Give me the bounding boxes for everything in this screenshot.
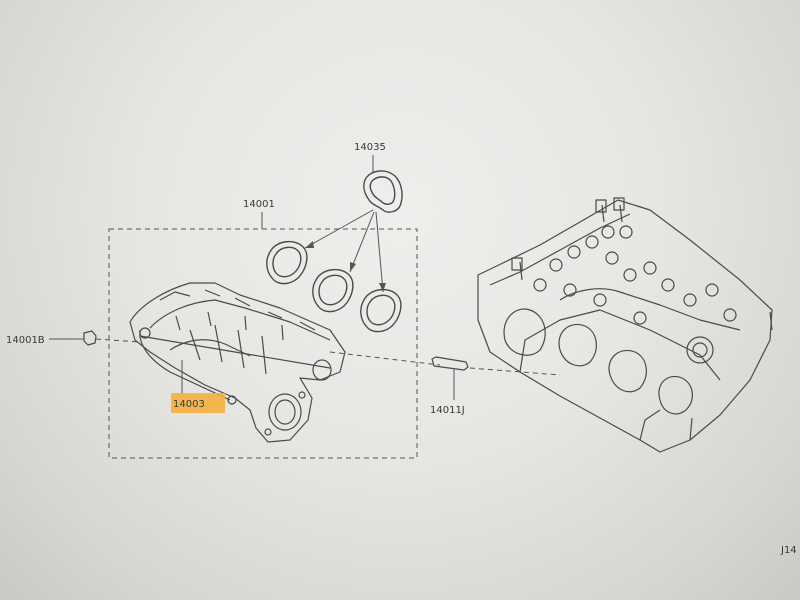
gasket-reference <box>363 170 403 213</box>
label-stud: 14001B <box>6 335 45 346</box>
figure-reference: J14 <box>780 545 797 556</box>
port-gasket-3 <box>360 289 402 333</box>
label-manifold: 14003 <box>173 399 205 410</box>
stud-part <box>83 330 97 346</box>
manifold-part <box>129 282 346 443</box>
label-gasket: 14035 <box>354 142 386 153</box>
manifold-label-highlight <box>171 393 225 413</box>
cylinder-head-part <box>477 197 773 453</box>
port-gasket-1 <box>266 241 308 285</box>
assembly-boundary-box <box>108 228 418 459</box>
alignment-line <box>329 351 441 366</box>
label-pin: 14011J <box>430 405 465 416</box>
gasket-arrows <box>304 209 386 293</box>
stud-axis <box>95 338 141 343</box>
label-manifold-assembly: 14001 <box>243 199 275 210</box>
pin-part <box>431 356 469 371</box>
port-gasket-2 <box>312 269 354 313</box>
